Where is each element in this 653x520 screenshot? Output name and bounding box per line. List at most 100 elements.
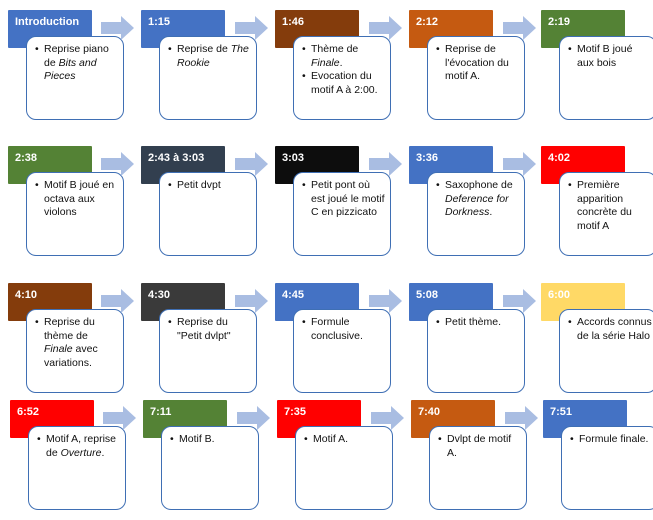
description-text: Accords connus de la série Halo (577, 316, 652, 342)
description-text: Première apparition concrète du motif A (577, 179, 632, 232)
right-arrow-icon (237, 406, 270, 430)
description-box: • Formule conclusive. (293, 309, 391, 393)
bullet: • (436, 316, 440, 328)
bullet: • (302, 70, 306, 82)
description-box: • Formule finale. (561, 426, 653, 510)
bullet: • (35, 179, 39, 191)
description-box: • Motif B joué aux bois (559, 36, 653, 120)
description-box: • Motif B joué en octava aux violons (26, 172, 124, 256)
bullet: • (436, 43, 440, 55)
description-box: •Thème de Finale.•Evocation du motif A à… (293, 36, 391, 120)
right-arrow-icon (103, 406, 136, 430)
right-arrow-icon (503, 152, 536, 176)
description-text: Petit pont où est joué le motif C en piz… (311, 179, 385, 218)
bullet: • (568, 179, 572, 191)
right-arrow-icon (371, 406, 404, 430)
description-text: Formule finale. (579, 433, 649, 445)
step-14: 5:08•Petit thème. (409, 283, 529, 403)
description-box: • Dvlpt de motif A. (429, 426, 527, 510)
description-text: Motif A. (313, 433, 349, 445)
description-box: • Motif B. (161, 426, 259, 510)
description-text: Motif A, reprise de Overture. (46, 433, 117, 459)
step-18: 7:35•Motif A. (277, 400, 397, 520)
description-box: • Reprise du thème de Finale avec variati… (26, 309, 124, 393)
right-arrow-icon (235, 16, 268, 40)
bullet: • (35, 316, 39, 328)
bullet: • (35, 43, 39, 55)
step-12: 4:30•Reprise du "Petit dvlpt" (141, 283, 261, 403)
description-box: • Motif A, reprise de Overture. (28, 426, 126, 510)
description-text: Reprise du thème de Finale avec variatio… (44, 316, 98, 369)
description-text: Petit thème. (445, 316, 502, 328)
bullet: • (168, 43, 172, 55)
description-text: Petit dvpt (177, 179, 221, 191)
step-19: 7:40•Dvlpt de motif A. (411, 400, 531, 520)
work-title: The Rookie (177, 43, 249, 69)
bullet: • (168, 316, 172, 328)
right-arrow-icon (101, 16, 134, 40)
description-box: • Accords connus de la série Halo (559, 309, 653, 393)
right-arrow-icon (505, 406, 538, 430)
right-arrow-icon (503, 16, 536, 40)
bullet: • (302, 179, 306, 191)
description-text: Saxophone de Deference for Dorkness. (445, 179, 513, 219)
work-title: Overture (60, 446, 102, 459)
step-15: 6:00•Accords connus de la série Halo (541, 283, 653, 403)
bullet: • (304, 433, 308, 445)
description-text: Reprise piano de Bits and Pieces (44, 43, 109, 83)
description-text: Reprise de l'évocation du motif A. (445, 43, 509, 82)
description-text: Motif B. (179, 433, 215, 445)
description-box: • Première apparition concrète du motif A (559, 172, 653, 256)
step-9: 3:36•Saxophone de Deference for Dorkness… (409, 146, 529, 266)
bullet: • (168, 179, 172, 191)
bullet: • (436, 179, 440, 191)
description-box: • Reprise piano de Bits and Pieces (26, 36, 124, 120)
description-box: • Petit dvpt (159, 172, 257, 256)
description-text: Motif B joué aux bois (577, 43, 633, 69)
bullet: • (302, 43, 306, 55)
step-4: 2:12•Reprise de l'évocation du motif A. (409, 10, 529, 130)
step-20: 7:51•Formule finale. (543, 400, 653, 520)
right-arrow-icon (101, 289, 134, 313)
bullet: • (438, 433, 442, 445)
work-title: Finale (44, 343, 73, 355)
bullet: • (37, 433, 41, 445)
right-arrow-icon (101, 152, 134, 176)
description-text: Thème de Finale.•Evocation du motif A à … (302, 43, 378, 96)
bullet: • (568, 43, 572, 55)
description-text: Reprise de The Rookie (177, 43, 249, 69)
step-13: 4:45•Formule conclusive. (275, 283, 395, 403)
description-box: • Motif A. (295, 426, 393, 510)
step-3: 1:46•Thème de Finale.•Evocation du motif… (275, 10, 395, 130)
bullet: • (568, 316, 572, 328)
right-arrow-icon (369, 289, 402, 313)
step-8: 3:03•Petit pont où est joué le motif C e… (275, 146, 395, 266)
description-text: Motif B joué en octava aux violons (44, 179, 115, 218)
description-box: • Reprise du "Petit dvlpt" (159, 309, 257, 393)
description-box: • Petit pont où est joué le motif C en pi… (293, 172, 391, 256)
description-box: • Petit thème. (427, 309, 525, 393)
description-text: Reprise du "Petit dvlpt" (177, 316, 231, 342)
description-text: Formule conclusive. (311, 316, 363, 342)
right-arrow-icon (235, 152, 268, 176)
work-title: Finale (311, 56, 340, 69)
work-title: Deference for Dorkness (445, 192, 509, 219)
right-arrow-icon (235, 289, 268, 313)
description-text: Dvlpt de motif A. (447, 433, 512, 459)
bullet: • (302, 316, 306, 328)
step-11: 4:10•Reprise du thème de Finale avec var… (8, 283, 128, 403)
right-arrow-icon (369, 16, 402, 40)
step-1: Introduction•Reprise piano de Bits and P… (8, 10, 128, 130)
right-arrow-icon (503, 289, 536, 313)
step-6: 2:38•Motif B joué en octava aux violons (8, 146, 128, 266)
step-5: 2:19•Motif B joué aux bois (541, 10, 653, 130)
step-10: 4:02•Première apparition concrète du mot… (541, 146, 653, 266)
description-box: • Reprise de The Rookie (159, 36, 257, 120)
step-2: 1:15•Reprise de The Rookie (141, 10, 261, 130)
right-arrow-icon (369, 152, 402, 176)
description-box: • Saxophone de Deference for Dorkness. (427, 172, 525, 256)
step-16: 6:52•Motif A, reprise de Overture. (10, 400, 130, 520)
bullet: • (570, 433, 574, 445)
work-title: Bits and Pieces (44, 56, 97, 83)
bullet: • (170, 433, 174, 445)
